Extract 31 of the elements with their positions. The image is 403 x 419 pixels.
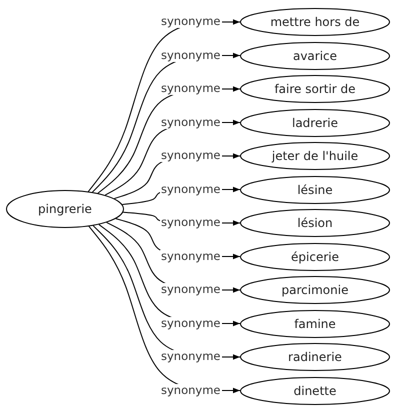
node-label: parcimonie <box>282 283 348 297</box>
node-ellipse <box>240 8 390 36</box>
node-ellipse <box>240 310 390 338</box>
node-ellipse <box>240 75 390 103</box>
node-label: lésine <box>297 182 333 196</box>
node-label: pingrerie <box>38 202 92 216</box>
edge-label: synonyme <box>160 316 222 330</box>
node-ellipse <box>240 276 390 304</box>
node-ellipse <box>6 190 124 228</box>
edge-label: synonyme <box>160 350 222 363</box>
node-label: dinette <box>294 384 336 398</box>
node-ellipse <box>240 142 390 170</box>
node-label: jeter de l'huile <box>272 149 358 163</box>
node-ellipse <box>240 343 390 371</box>
edge-label: synonyme <box>160 283 222 296</box>
node-label: radinerie <box>288 350 342 364</box>
node-ellipse <box>240 108 390 136</box>
node-label: épicerie <box>291 250 339 264</box>
node-label: famine <box>294 316 336 330</box>
edge-label: synonyme <box>160 250 222 262</box>
node-ellipse <box>240 376 390 404</box>
node-ellipse <box>240 176 390 204</box>
node-label: lésion <box>297 216 333 230</box>
node-ellipse <box>240 209 390 237</box>
edge-label: synonyme <box>160 384 222 396</box>
node-ellipse <box>240 42 390 70</box>
node-label: mettre hors de <box>270 15 360 29</box>
node-label: ladrerie <box>292 116 338 130</box>
node-label: faire sortir de <box>274 82 356 96</box>
node-label: avarice <box>292 48 338 62</box>
node-ellipse <box>240 242 390 270</box>
